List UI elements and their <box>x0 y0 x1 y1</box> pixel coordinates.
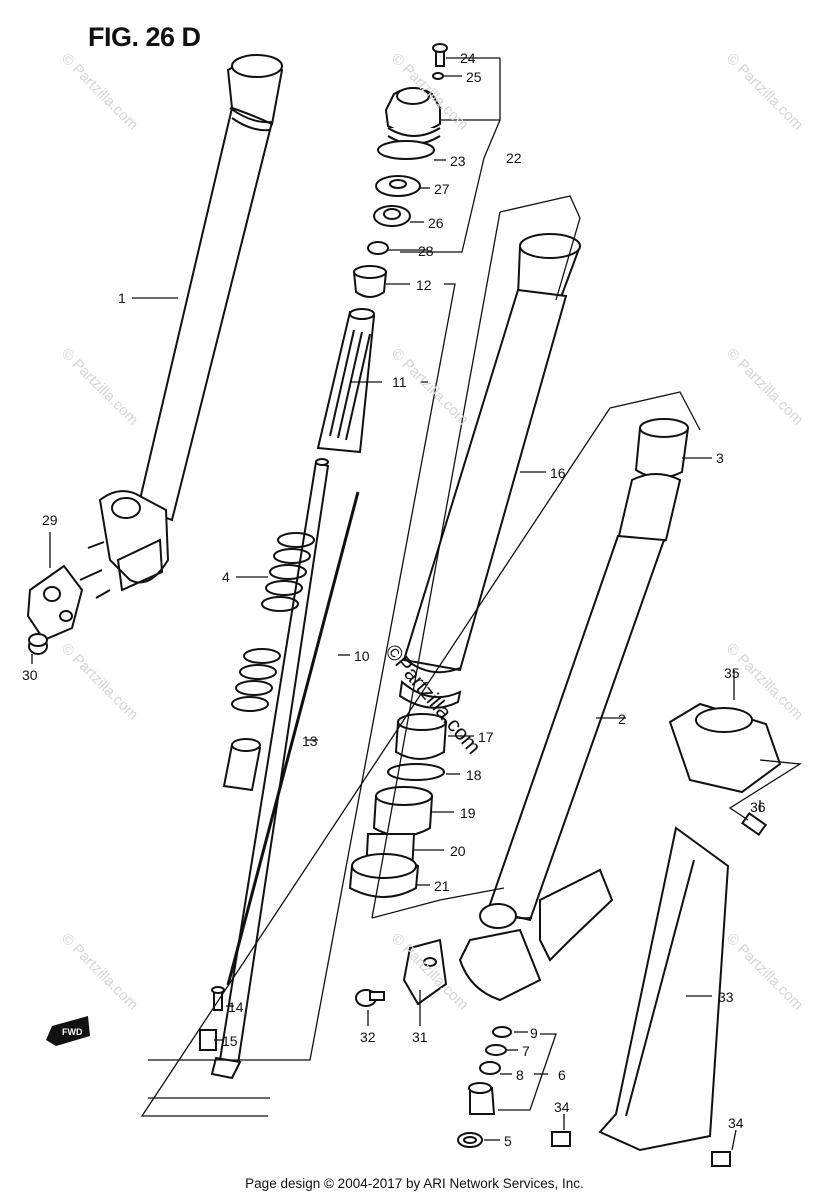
part-number-23: 23 <box>450 153 466 169</box>
part-number-3: 3 <box>716 450 724 466</box>
cap-assembly-drawing <box>367 43 448 255</box>
part-labels: 1 2 3 4 5 6 7 8 9 10 11 12 13 14 15 16 1… <box>22 50 766 1149</box>
axle-holder-drawing <box>26 541 111 655</box>
part-number-36: 36 <box>750 799 766 815</box>
part-number-9: 9 <box>530 1025 538 1041</box>
part-number-32: 32 <box>360 1029 376 1045</box>
fork-guard-drawing <box>551 826 731 1167</box>
part-number-35: 35 <box>724 665 740 681</box>
part-number-30: 30 <box>22 667 38 683</box>
part-number-13: 13 <box>302 733 318 749</box>
part-number-34-left: 34 <box>554 1099 570 1115</box>
part-number-5: 5 <box>504 1133 512 1149</box>
part-number-17: 17 <box>478 729 494 745</box>
part-number-22: 22 <box>506 150 522 166</box>
part-number-26: 26 <box>428 215 444 231</box>
part-number-33: 33 <box>718 989 734 1005</box>
part-number-15: 15 <box>222 1033 238 1049</box>
part-number-1: 1 <box>118 290 126 306</box>
outer-tube-left-drawing <box>98 54 284 592</box>
fwd-text: FWD <box>62 1027 83 1037</box>
part-number-10: 10 <box>354 648 370 664</box>
part-number-7: 7 <box>522 1043 530 1059</box>
drain-parts-drawing <box>457 1026 512 1148</box>
part-number-24: 24 <box>460 50 476 66</box>
part-number-29: 29 <box>42 512 58 528</box>
part-number-16: 16 <box>550 465 566 481</box>
part-number-34-right: 34 <box>728 1115 744 1131</box>
leader-lines <box>31 57 802 1151</box>
page-footer: Page design © 2004-2017 by ARI Network S… <box>245 1176 584 1191</box>
part-number-25: 25 <box>466 69 482 85</box>
seal-stack-drawing <box>348 713 448 898</box>
spacer-drawing <box>316 265 388 454</box>
outer-tube-right-drawing <box>458 418 690 1002</box>
clamp-drawing <box>668 702 782 837</box>
figure-title: FIG. 26 D <box>88 22 201 52</box>
inner-tube-drawing <box>398 233 582 709</box>
part-number-19: 19 <box>460 805 476 821</box>
damper-rod-drawing <box>210 458 360 1080</box>
fwd-arrow: FWD <box>46 1016 90 1046</box>
part-number-14: 14 <box>228 999 244 1015</box>
part-number-20: 20 <box>450 843 466 859</box>
part-number-6: 6 <box>558 1067 566 1083</box>
guard-bracket-drawing <box>355 938 448 1007</box>
part-number-4: 4 <box>222 569 230 585</box>
part-number-2: 2 <box>618 711 626 727</box>
part-number-28: 28 <box>418 243 434 259</box>
part-number-27: 27 <box>434 181 450 197</box>
part-number-11: 11 <box>392 374 407 390</box>
part-number-12: 12 <box>416 277 432 293</box>
part-number-31: 31 <box>412 1029 428 1045</box>
part-number-21: 21 <box>434 878 450 894</box>
part-number-18: 18 <box>466 767 482 783</box>
part-number-8: 8 <box>516 1067 524 1083</box>
